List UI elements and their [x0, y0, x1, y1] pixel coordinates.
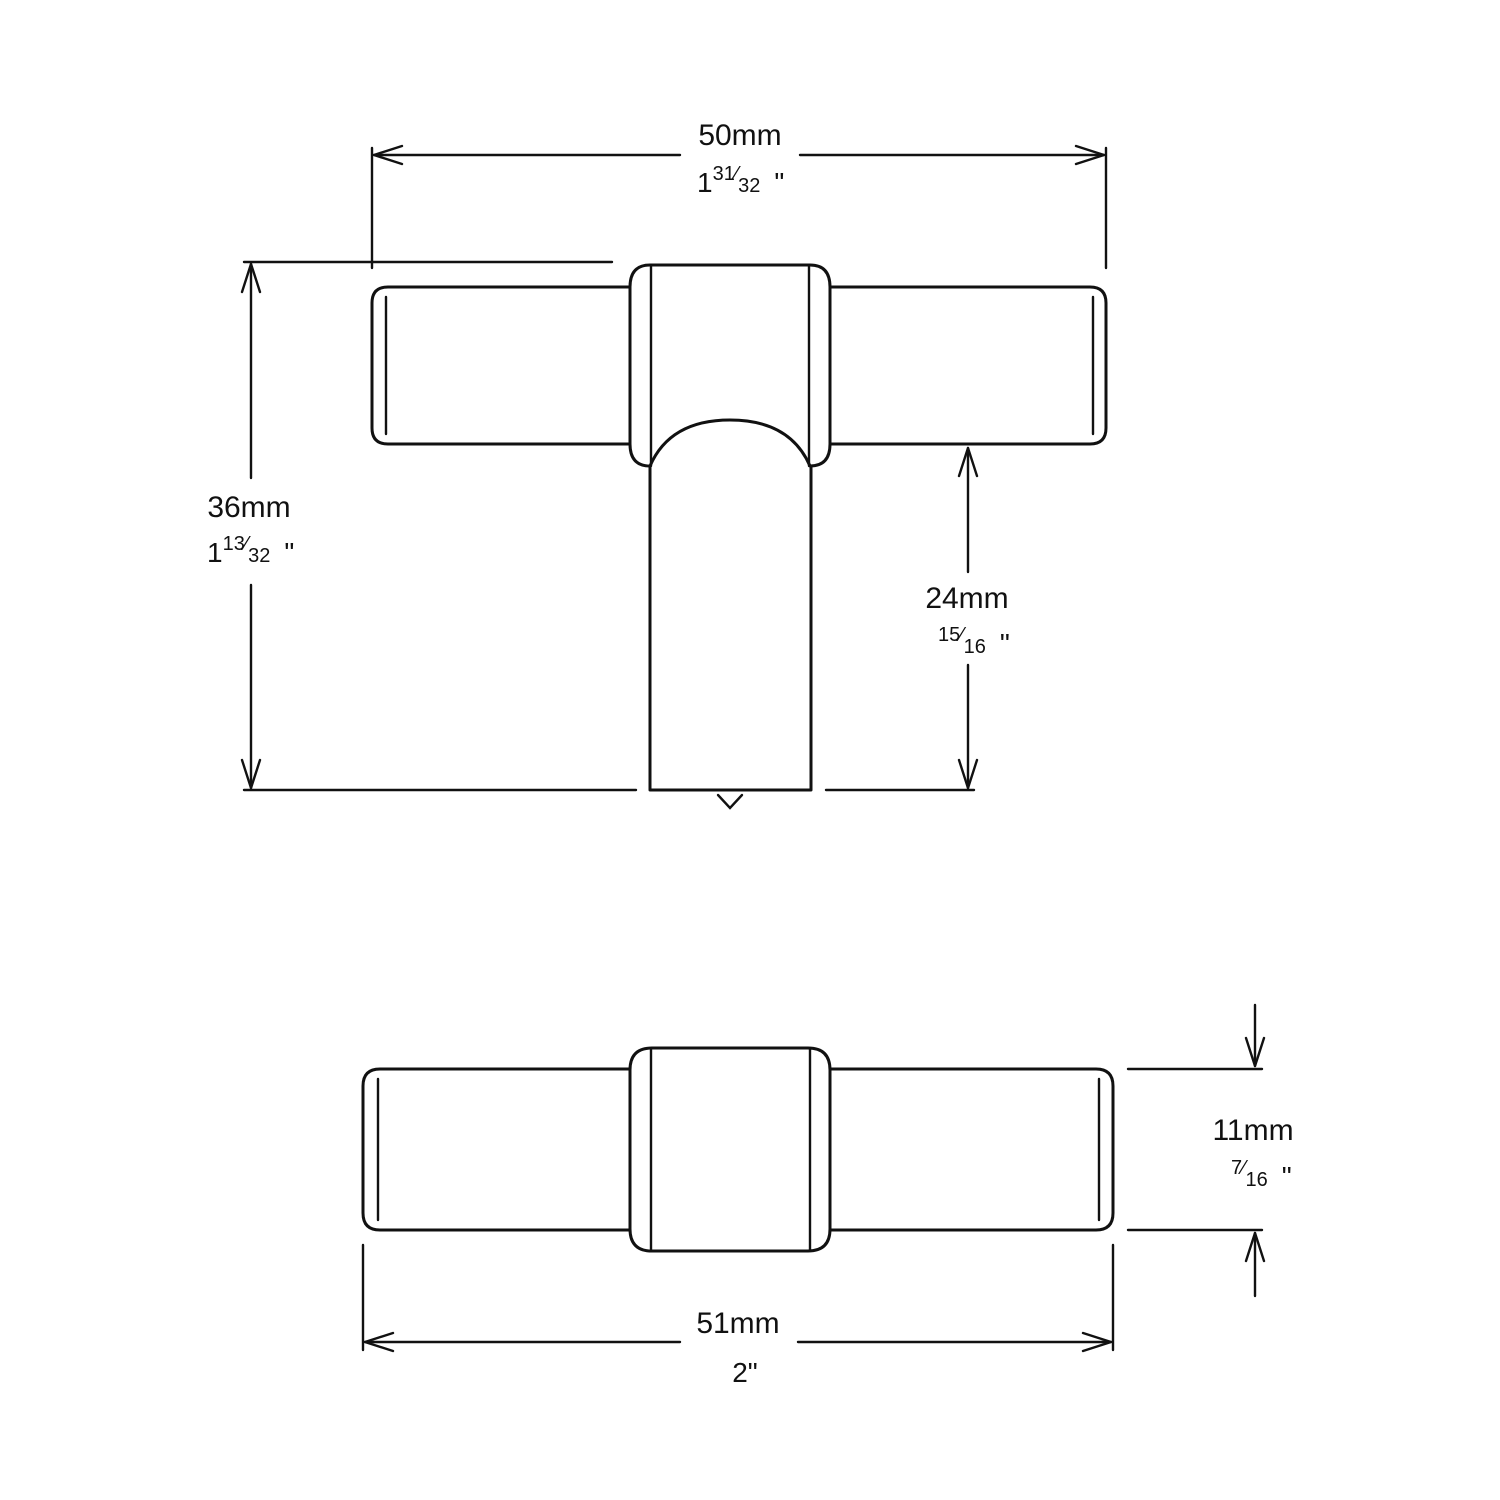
arrowhead-up — [957, 446, 979, 478]
right-bar-outline — [828, 285, 1108, 446]
dim-bottom-width: 51mm 2" — [361, 1243, 1115, 1388]
bottom-width-mm: 51mm — [696, 1307, 779, 1340]
arrowhead-down — [1244, 1036, 1266, 1068]
dim-top-width: 50mm 131⁄32" — [370, 119, 1108, 270]
arrowhead-down — [240, 758, 262, 790]
top-width-inch: 131⁄32" — [697, 163, 784, 198]
left-bar-outline — [370, 285, 632, 446]
arrowhead-down — [957, 758, 979, 790]
arrowhead-left — [372, 144, 404, 166]
height-mm: 36mm — [207, 491, 290, 524]
arrowhead-up — [1244, 1231, 1266, 1263]
stem-outline — [648, 464, 813, 792]
arrowhead-right — [1074, 144, 1106, 166]
stem-mm: 24mm — [925, 582, 1008, 615]
arrowhead-left — [363, 1331, 395, 1353]
diameter-mm: 11mm — [1212, 1114, 1293, 1147]
left-bar-outline — [361, 1067, 632, 1232]
arrowhead-right — [1081, 1331, 1113, 1353]
top-view — [361, 1046, 1115, 1253]
height-inch: 113⁄32" — [207, 533, 294, 568]
dim-total-height: 36mm 113⁄32" — [207, 260, 976, 792]
dim-bar-diameter: 11mm 7⁄16" — [1126, 1003, 1294, 1298]
screw-tip — [716, 793, 744, 810]
center-collar-outline — [628, 263, 832, 468]
bottom-width-inch: 2" — [732, 1357, 758, 1388]
top-width-mm: 50mm — [698, 119, 781, 152]
center-collar-outline — [628, 1046, 832, 1253]
arrowhead-up — [240, 262, 262, 294]
diameter-inch: 7⁄16" — [1231, 1157, 1292, 1192]
dim-stem-height: 24mm 15⁄16" — [925, 446, 1010, 790]
stem-inch: 15⁄16" — [938, 624, 1010, 659]
right-bar-outline — [828, 1067, 1115, 1232]
side-view — [370, 263, 1108, 810]
